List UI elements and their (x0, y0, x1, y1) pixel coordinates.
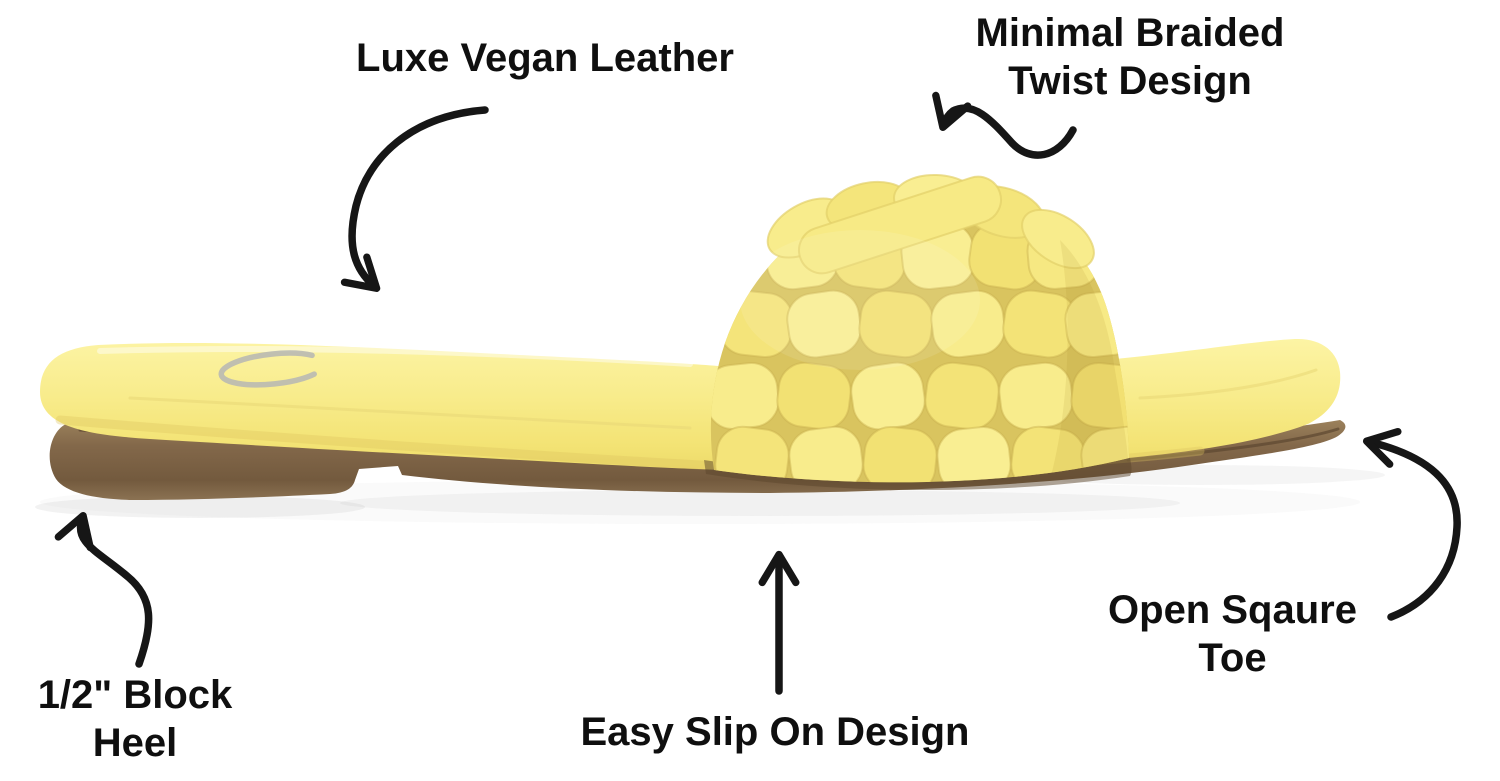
arrow-braided-twist (932, 91, 1077, 159)
callout-block-heel: 1/2" Block Heel (0, 671, 270, 767)
outsole-top-edge-front (1126, 427, 1340, 462)
callout-slip-on-label: Easy Slip On Design (580, 710, 970, 754)
braid-twist-crest (766, 173, 1095, 275)
callout-square-toe-line1: Open Sqaure (1108, 588, 1357, 632)
callout-square-toe-line2: Toe (1198, 636, 1267, 680)
callout-block-heel-line1: 1/2" Block (37, 673, 233, 717)
callout-block-heel-line2: Heel (92, 721, 178, 765)
strap-shadow (704, 458, 1132, 491)
callout-braided-twist: Minimal Braided Twist Design (950, 9, 1310, 105)
sandal (40, 173, 1346, 500)
toe-crease (1138, 368, 1318, 400)
arrow-vegan-leather (340, 106, 489, 293)
callout-braided-twist-line2: Twist Design (1008, 59, 1252, 103)
footbed-crease (128, 396, 692, 430)
arrow-square-toe (1362, 427, 1461, 621)
callout-square-toe: Open Sqaure Toe (1060, 586, 1405, 682)
callout-braided-twist-line1: Minimal Braided (975, 11, 1285, 55)
braided-strap (710, 173, 1129, 483)
callout-slip-on: Easy Slip On Design (560, 708, 990, 756)
strap-right-shade (1052, 240, 1128, 472)
brand-c-logo (218, 350, 328, 388)
insole-top-highlight (97, 345, 693, 367)
callout-vegan-leather-label: Luxe Vegan Leather (356, 36, 734, 80)
strap-highlight (740, 230, 980, 370)
arrow-block-heel (54, 512, 153, 668)
callout-vegan-leather: Luxe Vegan Leather (295, 34, 795, 82)
